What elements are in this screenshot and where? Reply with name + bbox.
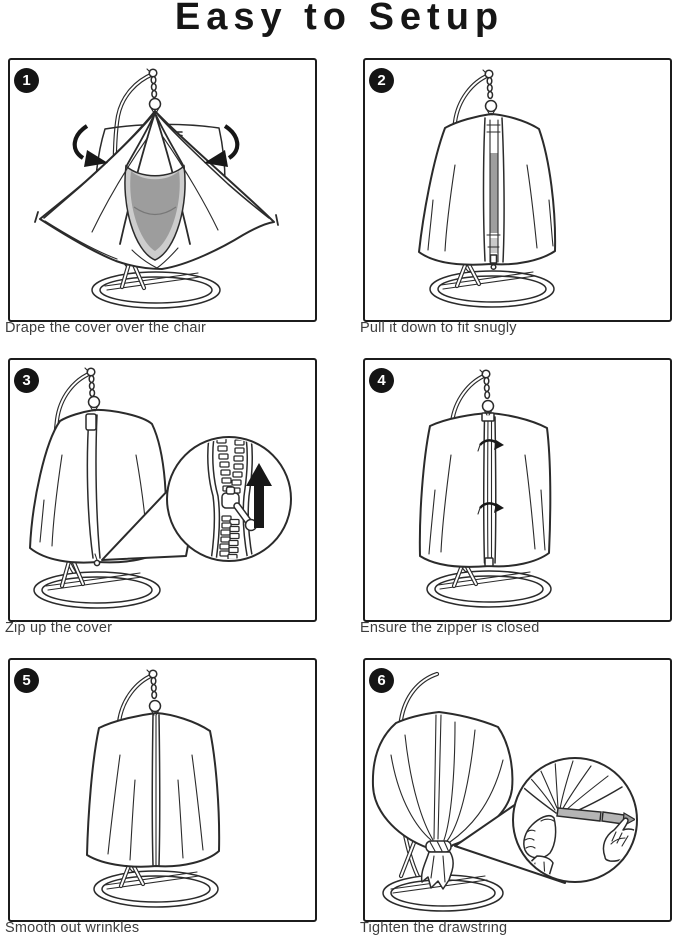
step-6-caption: Tighten the drawstring	[360, 920, 508, 936]
step-4-badge: 4	[369, 368, 394, 393]
step-6-figure-box: 6	[363, 658, 672, 922]
illustration-tighten-drawstring	[371, 671, 638, 912]
zipper-partially-closed	[85, 413, 101, 567]
stand-base	[91, 271, 221, 309]
page-title: Easy to Setup	[174, 0, 505, 38]
drape-arrow-right-icon	[204, 124, 240, 167]
hanging-hook	[146, 669, 162, 716]
zipper-closed	[481, 412, 497, 567]
zipper-teeth	[216, 439, 245, 559]
cover-on-chair	[29, 408, 168, 564]
step-5-badge: 5	[14, 668, 39, 693]
zipper-clip-top	[477, 439, 504, 452]
step-4-figure-box: 4	[363, 358, 672, 622]
step-3-caption: Zip up the cover	[5, 620, 113, 636]
illustration-zip-up	[29, 367, 292, 609]
stand-base	[33, 571, 161, 609]
hand-left-fist	[523, 814, 557, 859]
step-6-badge: 6	[369, 668, 394, 693]
drawstring-knot	[420, 840, 454, 890]
step-panel-4: 4 Ensure the zipper is closed	[360, 358, 672, 636]
step-2-figure-box: 2	[363, 58, 672, 322]
illustration-zipper-closed	[418, 369, 552, 608]
hanging-hook	[482, 69, 498, 116]
illustration-pull-down	[418, 69, 557, 308]
zipper-clip-bottom	[477, 502, 504, 515]
zipper-closed	[151, 714, 161, 867]
step-panel-6: 6 Tighten the drawstring	[360, 658, 672, 936]
hanging-hook	[84, 367, 101, 412]
magnifier-callout	[101, 436, 292, 562]
drawstring-toggle	[556, 807, 602, 822]
zipper-detail	[207, 439, 272, 559]
step-panel-1: 1 Drape the cover over the chair	[5, 58, 317, 336]
step-5-figure-box: 5	[8, 658, 317, 922]
stand-base	[429, 270, 555, 308]
step-1-figure-box: 1	[8, 58, 317, 322]
illustration-drape-cover	[34, 68, 279, 309]
zipper-open	[482, 117, 505, 271]
magnifier-callout	[454, 757, 638, 884]
hanging-hook	[146, 68, 162, 114]
seat-cushion-inner	[130, 171, 180, 251]
step-panel-5: 5 Smooth out wrinkles	[5, 658, 317, 936]
hanging-hook	[479, 369, 495, 416]
cover-on-chair	[418, 113, 557, 266]
illustration-smooth-wrinkles	[86, 669, 221, 908]
cover-on-chair	[418, 412, 552, 568]
stand-base	[93, 870, 219, 908]
step-1-caption: Drape the cover over the chair	[5, 320, 207, 336]
step-5-caption: Smooth out wrinkles	[5, 920, 140, 936]
step-panel-2: 2 Pull it down to fit snugly	[360, 58, 672, 336]
stand-base	[426, 570, 552, 608]
step-3-badge: 3	[14, 368, 39, 393]
step-2-caption: Pull it down to fit snugly	[360, 320, 517, 336]
step-1-badge: 1	[14, 68, 39, 93]
step-4-caption: Ensure the zipper is closed	[360, 620, 540, 636]
step-3-figure-box: 3	[8, 358, 317, 622]
drape-arrow-left-icon	[72, 124, 108, 167]
step-2-badge: 2	[369, 68, 394, 93]
arrow-up-icon	[246, 463, 272, 528]
step-panel-3: 3 Zip up the cover	[5, 358, 317, 636]
cover-draped	[34, 110, 279, 270]
drawstring-detail	[515, 760, 635, 880]
